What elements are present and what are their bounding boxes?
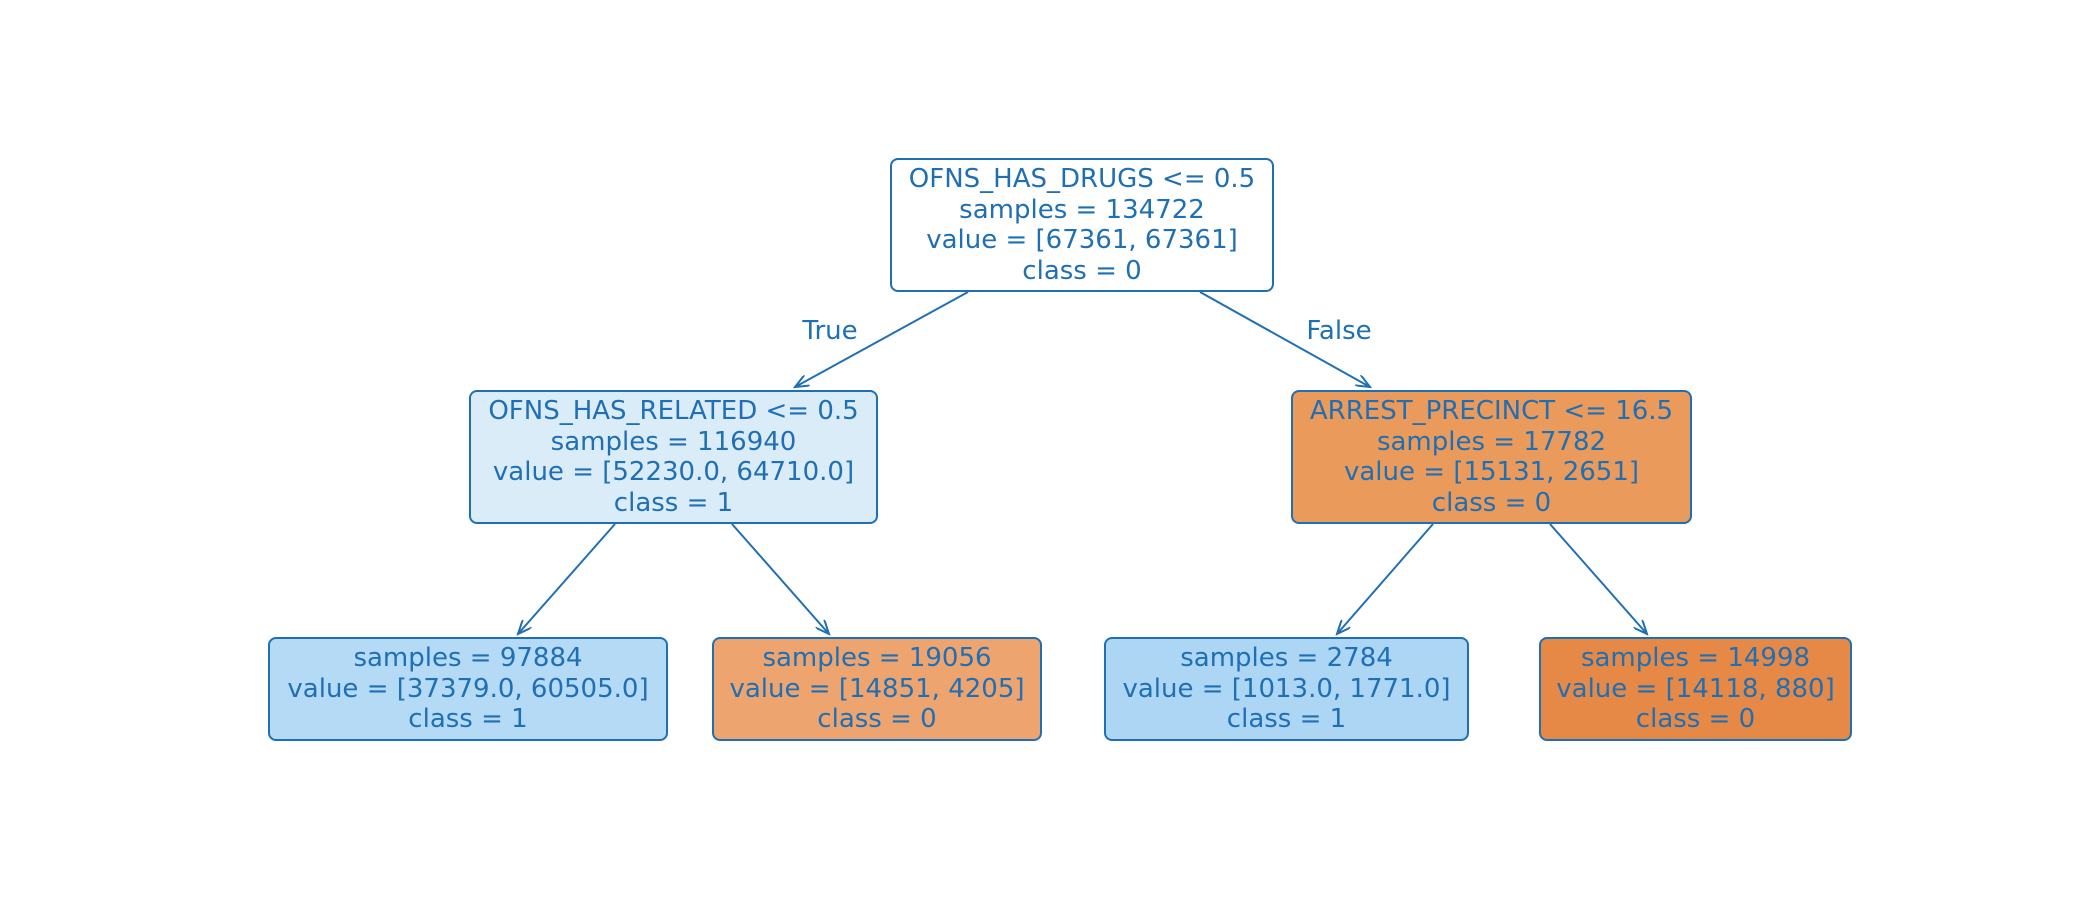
node-right-left-samples: samples = 2784 (1180, 643, 1393, 674)
edge-left-ll (518, 523, 616, 634)
node-left-right-class: class = 0 (817, 704, 937, 735)
node-right-right-class: class = 0 (1635, 704, 1756, 735)
node-left-value: value = [52230.0, 64710.0] (492, 457, 855, 487)
edge-label-true: True (802, 316, 858, 346)
node-left-right-value: value = [14851, 4205] (729, 673, 1025, 704)
node-right-right: samples = 14998 value = [14118, 880] cla… (1539, 637, 1852, 741)
edge-root-left (795, 291, 969, 387)
node-left-right-samples: samples = 19056 (762, 643, 992, 674)
node-left-left-value: value = [37379.0, 60505.0] (287, 673, 649, 704)
node-right: ARREST_PRECINCT <= 16.5 samples = 17782 … (1291, 390, 1692, 524)
node-root-class: class = 0 (1022, 255, 1142, 286)
edge-root-right (1199, 291, 1370, 387)
edge-right-rl (1337, 523, 1434, 634)
node-root-split: OFNS_HAS_DRUGS <= 0.5 (908, 164, 1256, 194)
node-right-samples: samples = 17782 (1376, 426, 1607, 457)
node-right-left-class: class = 1 (1226, 704, 1347, 735)
node-root: OFNS_HAS_DRUGS <= 0.5 samples = 134722 v… (890, 158, 1274, 292)
node-left-left: samples = 97884 value = [37379.0, 60505.… (268, 637, 668, 741)
node-left-left-class: class = 1 (408, 704, 528, 735)
node-left-left-samples: samples = 97884 (353, 643, 583, 674)
node-right-right-value: value = [14118, 880] (1556, 673, 1835, 704)
node-right-value: value = [15131, 2651] (1343, 457, 1640, 487)
node-right-left: samples = 2784 value = [1013.0, 1771.0] … (1104, 637, 1469, 741)
node-left-right: samples = 19056 value = [14851, 4205] cl… (712, 637, 1042, 741)
node-left-split: OFNS_HAS_RELATED <= 0.5 (488, 396, 859, 426)
edge-right-rr (1549, 523, 1647, 634)
node-right-left-value: value = [1013.0, 1771.0] (1122, 673, 1451, 704)
edge-label-false: False (1306, 316, 1372, 346)
node-right-split: ARREST_PRECINCT <= 16.5 (1309, 396, 1674, 426)
node-left: OFNS_HAS_RELATED <= 0.5 samples = 116940… (469, 390, 878, 524)
node-root-samples: samples = 134722 (959, 194, 1205, 225)
node-root-value: value = [67361, 67361] (926, 225, 1238, 255)
node-right-class: class = 0 (1431, 487, 1552, 518)
node-left-samples: samples = 116940 (550, 426, 797, 457)
node-left-class: class = 1 (613, 487, 734, 518)
node-right-right-samples: samples = 14998 (1580, 643, 1811, 674)
edge-left-lr (731, 523, 829, 634)
